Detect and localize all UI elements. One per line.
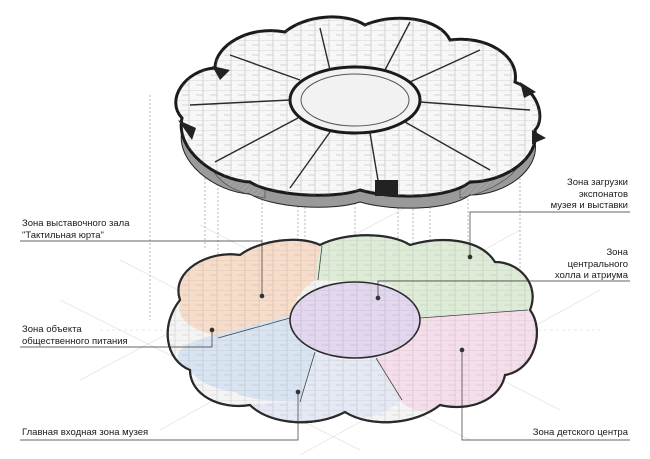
leader-kids [461,350,630,441]
label-main-entrance: Главная входная зона музея [22,427,149,438]
leader-atrium [377,280,630,298]
leader-lines [20,211,630,441]
label-food-service: Зона объекта общественного питания [22,324,128,347]
lower-room-pattern [167,235,537,423]
leader-exhibition [20,240,263,295]
leader-food [20,330,213,348]
leader-loading [469,211,630,256]
upper-radial-walls [189,21,531,193]
upper-corner-fins [178,66,546,196]
label-loading-zone: Зона загрузки экспонатов музея и выставк… [550,177,628,211]
lower-floor-plan [166,234,538,424]
upper-floor-plan [174,15,546,209]
upper-central-atrium [288,65,422,135]
label-kids-center: Зона детского центра [532,427,628,438]
label-exhibition-hall: Зона выставочного зала "Тактильная юрта" [22,218,130,241]
leader-entrance [20,392,299,441]
upper-atrium-inner [300,73,410,127]
label-central-atrium: Зона центрального холла и атриума [554,247,628,281]
